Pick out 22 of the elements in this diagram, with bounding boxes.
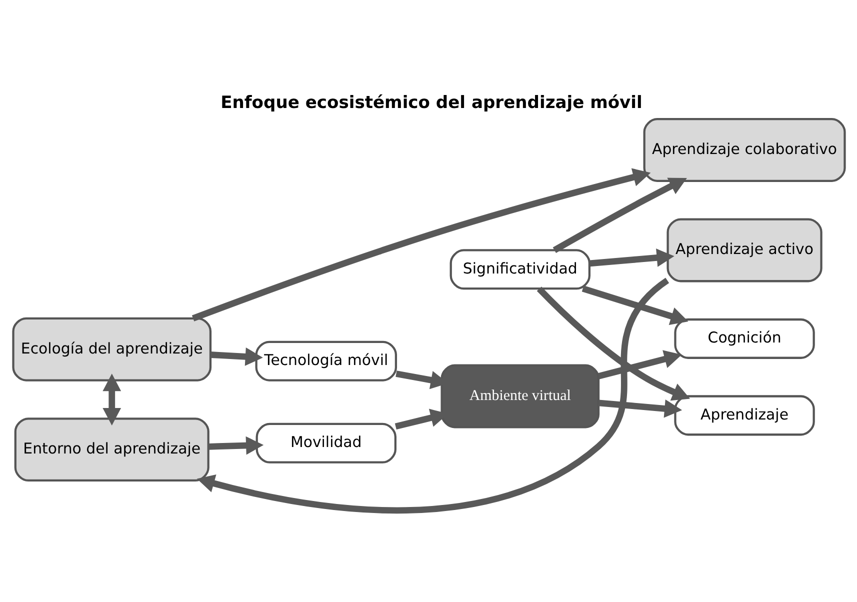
arrow [588,248,674,267]
node-box: Significatividad [449,249,590,290]
arrow [191,168,650,322]
arrow [597,350,682,380]
node-box: Cognición [674,318,814,359]
diagram-title: Enfoque ecosistémico del aprendizaje móvil [220,93,642,114]
node-box: Ambiente virtual [440,364,600,428]
arrow [210,347,262,366]
node-box: Movilidad [255,422,396,464]
arrow [196,278,669,514]
node-box: Tecnología móvil [254,340,397,382]
node-box: Ecología del aprendizaje [12,317,212,382]
arrow [536,286,690,401]
node-box: Aprendizaje [674,395,814,436]
arrow [102,374,121,426]
node-box: Aprendizaje colaborativo [642,118,846,182]
node-box: Aprendizaje activo [666,218,822,282]
arrow [552,178,686,253]
arrow [581,286,688,326]
arrow [598,399,682,418]
arrow [208,436,264,455]
node-box: Entorno del aprendizaje [14,418,209,482]
